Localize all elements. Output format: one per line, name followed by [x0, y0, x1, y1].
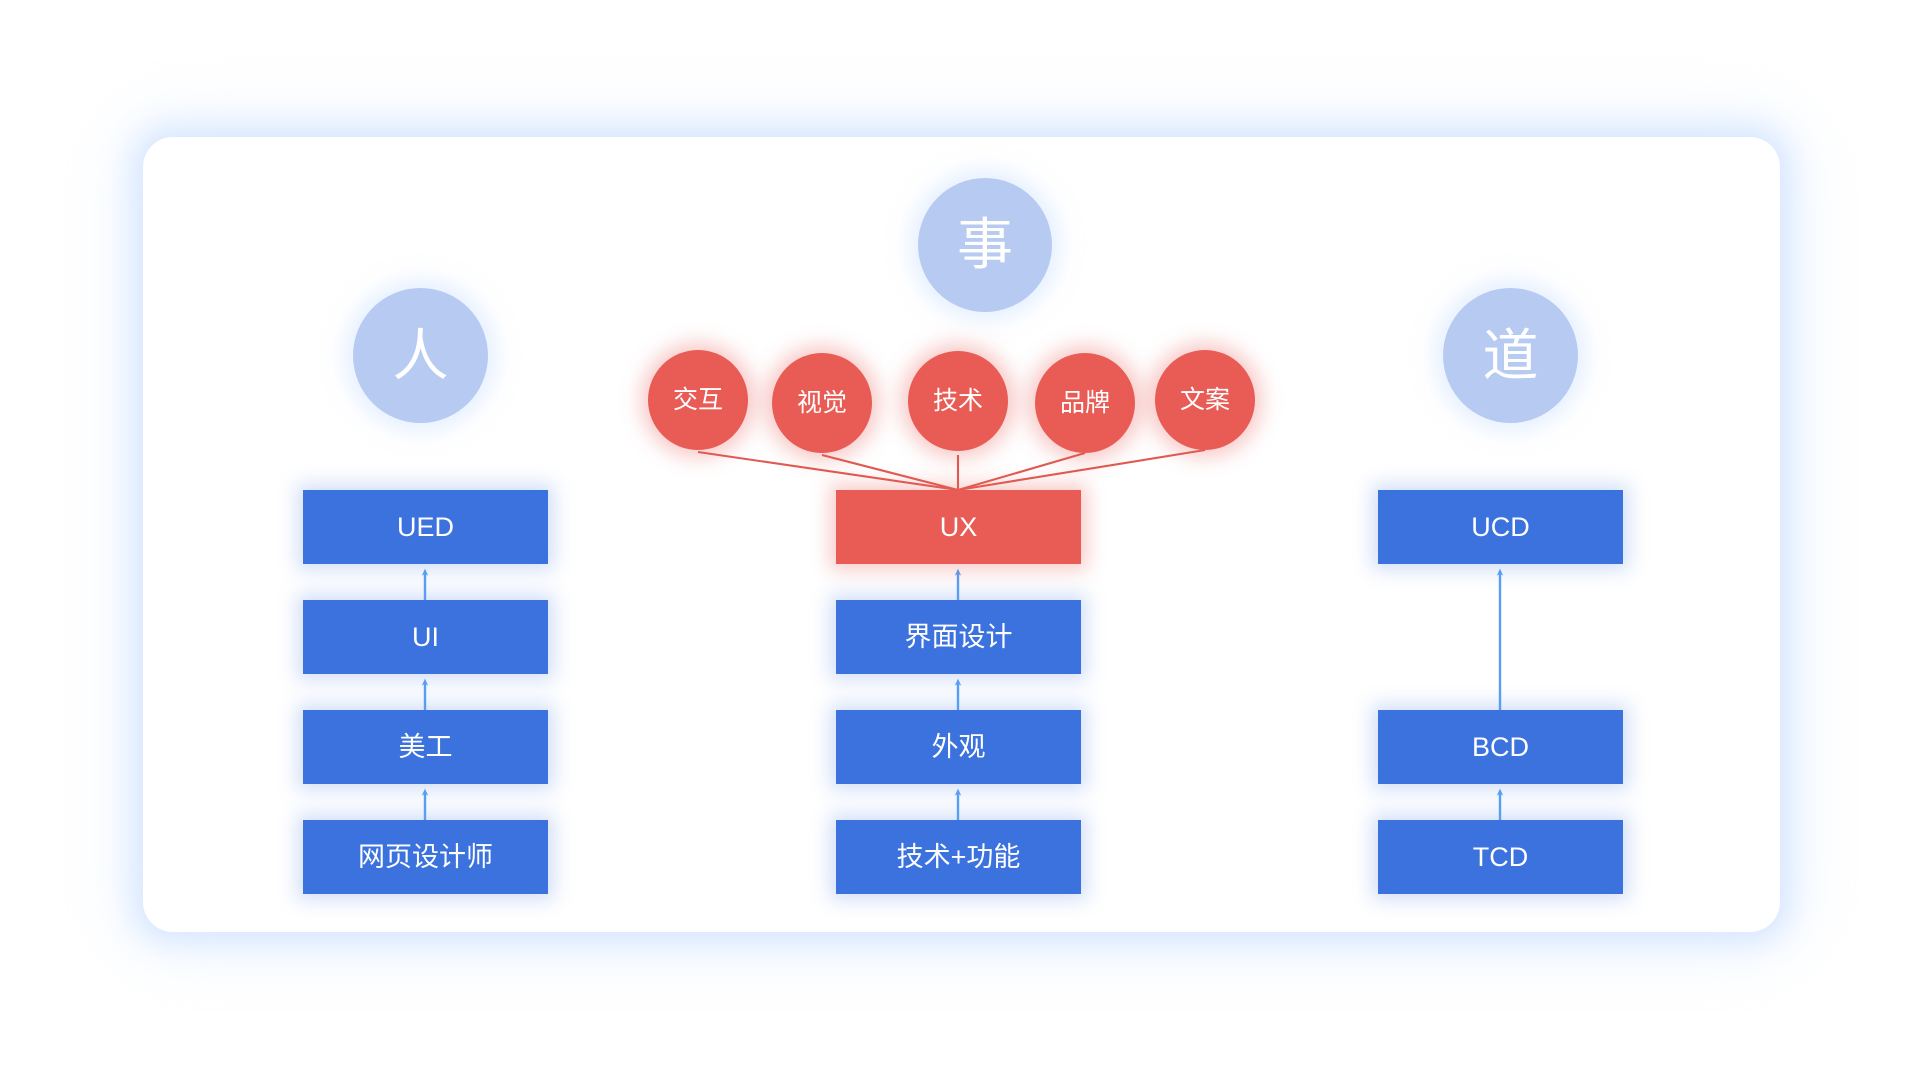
node-ucd[interactable]: UCD — [1378, 490, 1623, 564]
node-meigong-label: 美工 — [398, 731, 453, 762]
red-circle-pinpai[interactable]: 品牌 — [1035, 353, 1135, 453]
node-waiguan-label: 外观 — [931, 731, 986, 762]
red-circle-jishu-label: 技术 — [932, 386, 983, 415]
node-ux[interactable]: UX — [836, 490, 1081, 564]
node-ucd-label: UCD — [1471, 511, 1530, 542]
red-circle-jiaohu[interactable]: 交互 — [648, 350, 748, 450]
node-meigong[interactable]: 美工 — [303, 710, 548, 784]
node-jiemian-sheji-label: 界面设计 — [904, 621, 1013, 652]
pale-circle-dao-label: 道 — [1482, 323, 1539, 387]
node-ued[interactable]: UED — [303, 490, 548, 564]
red-circle-jiaohu-label: 交互 — [672, 385, 723, 414]
node-ued-label: UED — [396, 511, 454, 542]
node-wangye-sheji-label: 网页设计师 — [358, 841, 493, 872]
node-jiemian-sheji[interactable]: 界面设计 — [836, 600, 1081, 674]
pale-circle-shi[interactable]: 事 — [918, 178, 1052, 312]
red-circle-shijue[interactable]: 视觉 — [772, 353, 872, 453]
node-jishu-gongneng-label: 技术+功能 — [896, 841, 1021, 872]
node-ui-label: UI — [412, 621, 439, 652]
red-circle-wenan-label: 文案 — [1179, 385, 1230, 414]
node-ux-label: UX — [939, 511, 978, 542]
pale-circle-ren[interactable]: 人 — [353, 288, 488, 423]
node-bcd-label: BCD — [1471, 731, 1529, 762]
red-circle-pinpai-label: 品牌 — [1059, 388, 1110, 417]
pale-circle-dao[interactable]: 道 — [1443, 288, 1578, 423]
node-tcd-label: TCD — [1472, 841, 1529, 872]
red-circle-jishu[interactable]: 技术 — [908, 351, 1008, 451]
node-bcd[interactable]: BCD — [1378, 710, 1623, 784]
pale-circle-shi-label: 事 — [957, 213, 1013, 276]
pale-circle-ren-label: 人 — [392, 323, 449, 387]
node-wangye-sheji[interactable]: 网页设计师 — [303, 820, 548, 894]
node-jishu-gongneng[interactable]: 技术+功能 — [836, 820, 1081, 894]
red-circle-wenan[interactable]: 文案 — [1155, 350, 1255, 450]
node-tcd[interactable]: TCD — [1378, 820, 1623, 894]
red-circle-shijue-label: 视觉 — [796, 388, 847, 417]
node-waiguan[interactable]: 外观 — [836, 710, 1081, 784]
node-ui[interactable]: UI — [303, 600, 548, 674]
